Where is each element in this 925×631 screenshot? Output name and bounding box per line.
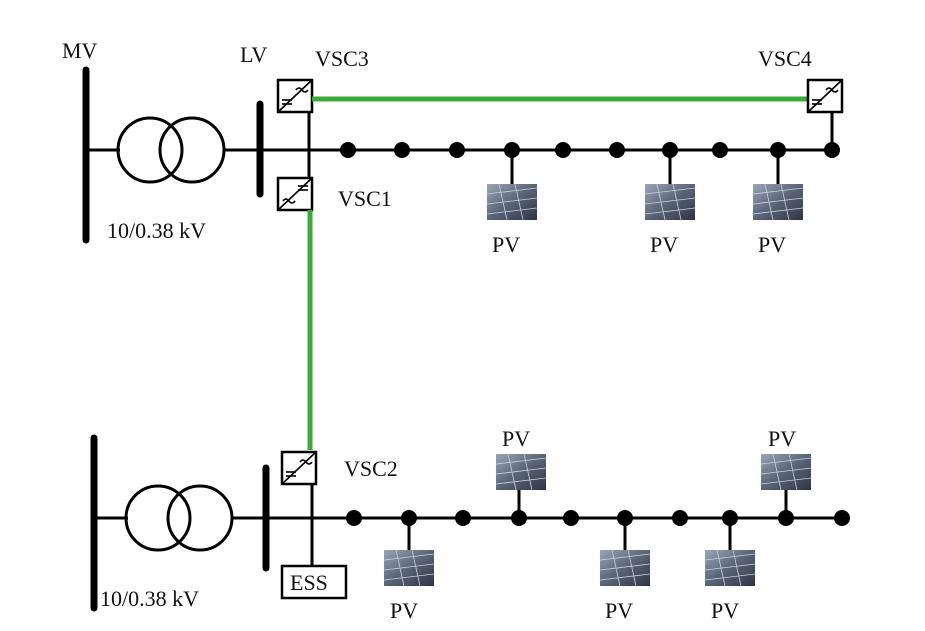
pv-panel-icon [644,183,696,221]
pv-label: PV [768,426,796,451]
vsc4-label: VSC4 [758,46,812,71]
pv-top-2: PV [644,150,696,257]
pv-label: PV [390,598,418,623]
lv-label: LV [240,42,267,67]
node-icon [609,142,625,158]
node-icon [712,142,728,158]
node-icon [455,510,471,526]
node-icon [672,510,688,526]
pv-top-3: PV [752,150,804,257]
pv-label: PV [502,426,530,451]
vsc4-converter-icon [806,78,844,114]
node-icon [340,142,356,158]
pv-label: PV [650,232,678,257]
vsc3-label: VSC3 [315,46,369,71]
pv-panel-icon [760,453,812,491]
vsc1-label: VSC1 [338,186,392,211]
pv-label: PV [605,598,633,623]
ess-label: ESS [290,570,328,595]
pv-bottom-4: PV [495,426,547,518]
top-nodes [340,142,840,158]
pv-bottom-5: PV [760,426,812,518]
node-icon [824,142,840,158]
trafo-top-label: 10/0.38 kV [107,218,206,243]
pv-panel-icon [486,183,538,221]
pv-panel-icon [383,549,435,587]
node-icon [834,510,850,526]
vsc3-converter-icon [276,78,314,114]
node-icon [346,510,362,526]
pv-panel-icon [495,453,547,491]
ess-box [280,564,348,600]
node-icon [563,510,579,526]
pv-bottom-1: PV [383,518,435,623]
pv-panel-icon [599,549,651,587]
node-icon [394,142,410,158]
bottom-feeder: 10/0.38 kV VSC2 ESS PV [90,426,850,623]
pv-panel-icon [752,183,804,221]
mv-label: MV [62,38,98,63]
node-icon [449,142,465,158]
vsc1-converter-icon [276,176,314,212]
vsc2-converter-icon [280,450,318,486]
node-icon [555,142,571,158]
top-feeder: MV 10/0.38 kV LV VSC3 VSC1 VSC4 [62,38,844,257]
transformer-icon [124,484,234,552]
vsc2-label: VSC2 [344,456,398,481]
pv-panel-icon [704,549,756,587]
trafo-bottom-label: 10/0.38 kV [100,586,199,611]
transformer-icon [116,116,226,184]
pv-bottom-2: PV [599,518,651,623]
pv-bottom-3: PV [704,518,756,623]
pv-top-1: PV [486,150,538,257]
pv-label: PV [758,232,786,257]
pv-label: PV [492,232,520,257]
pv-label: PV [711,598,739,623]
